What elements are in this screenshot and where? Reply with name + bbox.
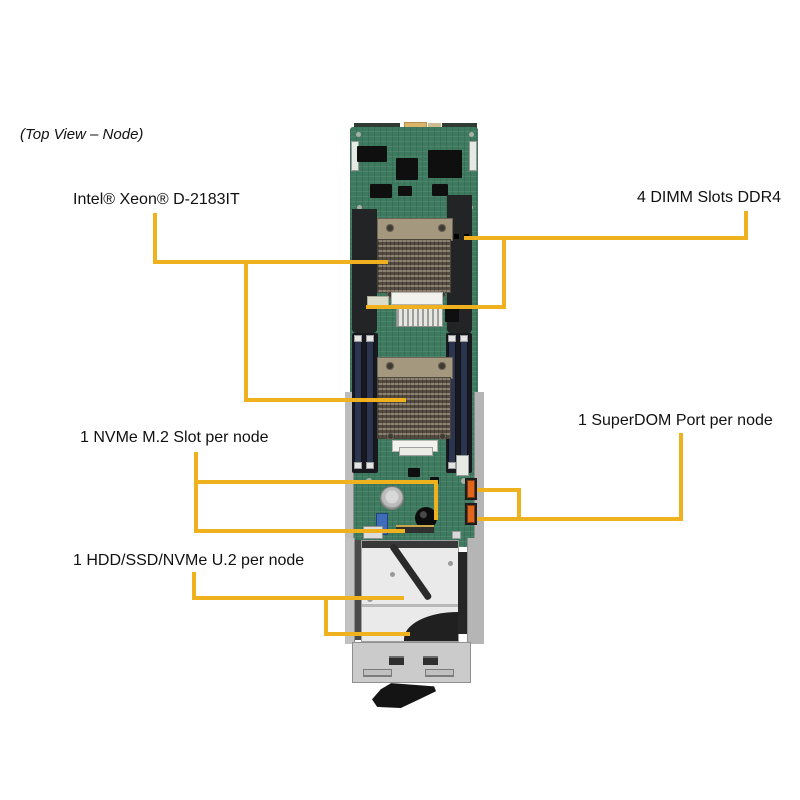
callout-line-superdom: [477, 517, 683, 521]
callout-line-nvme: [194, 529, 405, 533]
dimm-slot: [460, 335, 468, 469]
cpu1-heatsink-fins: [377, 239, 451, 293]
callout-line-hdd: [192, 596, 404, 600]
chassis-edge-left: [345, 392, 354, 644]
callout-line-dimm: [366, 305, 506, 309]
callout-line-dimm: [744, 211, 748, 240]
drive-dark-region: [404, 612, 458, 641]
label-superdom: 1 SuperDOM Port per node: [578, 412, 773, 429]
callout-line-cpu: [153, 213, 157, 264]
chip: [428, 150, 462, 178]
release-handle: [372, 683, 436, 708]
screw: [356, 132, 361, 137]
tray-cutout: [363, 669, 392, 677]
callout-line-cpu: [244, 398, 406, 402]
m2-slot: [396, 525, 434, 533]
callout-line-cpu: [244, 260, 248, 402]
screw: [469, 132, 474, 137]
mezzanine-connector: [396, 306, 443, 327]
drive-seam: [362, 604, 458, 607]
tray-slot: [423, 656, 438, 665]
drive-rail-right: [467, 538, 478, 644]
superdom-port-1-connector: [467, 480, 475, 498]
soc-chip: [396, 158, 418, 180]
tray-slot: [389, 656, 404, 665]
drive-arc: [389, 542, 433, 602]
superdom-port-2: [465, 503, 477, 525]
connector-strip: [399, 447, 433, 456]
dimm-bank-left: [352, 333, 378, 473]
screw: [387, 433, 394, 440]
dimm-slot: [366, 335, 374, 469]
u2-drive: [361, 540, 459, 642]
screw: [438, 362, 446, 370]
callout-line-dimm: [464, 236, 748, 240]
buzzer: [415, 507, 437, 529]
screw: [386, 224, 394, 232]
coin-battery: [380, 486, 404, 510]
tray-cutout: [425, 669, 454, 677]
dimm-slot: [354, 335, 362, 469]
callout-line-dimm: [502, 236, 506, 309]
label-dimm: 4 DIMM Slots DDR4: [637, 189, 782, 206]
edge-header-right: [469, 141, 477, 171]
node-tray-front: [352, 642, 471, 683]
screw: [390, 572, 395, 577]
callout-line-superdom: [679, 433, 683, 521]
superdom-port-1: [465, 478, 477, 500]
chip: [370, 184, 392, 198]
screw: [387, 291, 394, 298]
label-cpu: Intel® Xeon® D-2183IT: [73, 191, 240, 208]
chip: [357, 146, 387, 162]
drive-rail-right-dark: [458, 552, 467, 634]
callout-line-cpu: [153, 260, 388, 264]
chip: [432, 184, 448, 196]
screw: [439, 433, 446, 440]
callout-line-superdom: [477, 488, 521, 492]
page-title: (Top View – Node): [20, 126, 144, 143]
superdom-port-2-connector: [467, 505, 475, 523]
callout-line-hdd: [192, 572, 196, 600]
screw: [357, 205, 362, 210]
callout-line-superdom: [517, 490, 521, 521]
callout-line-nvme: [194, 452, 198, 533]
label-hdd: 1 HDD/SSD/NVMe U.2 per node: [73, 552, 305, 569]
screw: [448, 561, 453, 566]
label-nvme: 1 NVMe M.2 Slot per node: [80, 429, 269, 446]
service-label: [391, 292, 443, 305]
dimm-slot: [448, 335, 456, 469]
callout-line-nvme: [434, 480, 438, 520]
screw: [386, 362, 394, 370]
callout-line-hdd: [324, 596, 328, 636]
small-box: [452, 531, 461, 539]
chip: [408, 468, 420, 477]
air-shroud-rail-left: [352, 209, 377, 333]
edge-box: [456, 455, 469, 476]
chip: [398, 186, 412, 196]
drive-rail-left: [346, 538, 355, 644]
screw: [438, 224, 446, 232]
rail-dot: [454, 234, 459, 239]
drive-top-strip: [362, 541, 458, 548]
callout-line-hdd: [324, 632, 410, 636]
callout-line-nvme: [194, 480, 438, 484]
drive-rail-left-dark: [355, 540, 361, 640]
screw: [461, 478, 467, 484]
chip: [445, 308, 459, 322]
cpu2-heatsink-fins: [377, 377, 451, 439]
